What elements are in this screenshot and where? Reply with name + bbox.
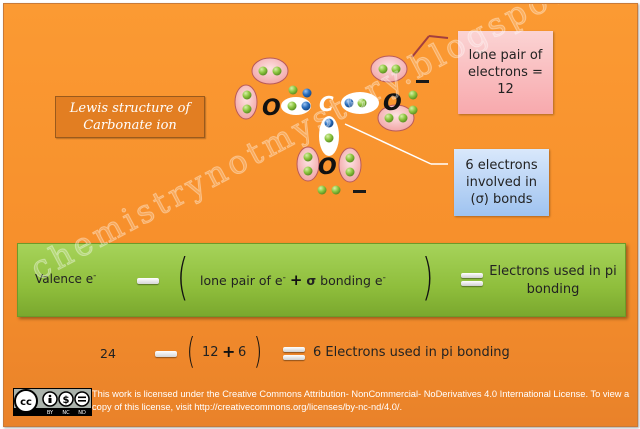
lone-pair-callout-line-3: 12 [497, 82, 514, 97]
electron-green [317, 185, 327, 195]
lone-pair-bottom-right [338, 147, 362, 183]
calc-bracket-open: ( [186, 331, 196, 372]
electron-green [303, 152, 313, 162]
lone-pair-callout-line-1: lone pair of [468, 48, 543, 63]
equals-operator [461, 273, 483, 287]
diagram-shape: ND [78, 410, 86, 415]
electron-green [408, 105, 418, 115]
cc-icon [14, 389, 38, 413]
electron-green [331, 185, 341, 195]
electron-green [288, 85, 298, 95]
minus-operator [137, 278, 159, 284]
lone-pair-bottom-left [296, 146, 320, 182]
negative-charge [416, 80, 429, 83]
diagram-shape [78, 396, 86, 399]
sigma-callout-line-1: 6 electrons [465, 158, 538, 173]
lone-pair-callout: lone pair of electrons = 12 [458, 31, 553, 114]
diagram-shape: cc [20, 397, 32, 408]
title-box: Lewis structure of Carbonate ion [55, 96, 205, 138]
calc-result: 6 Electrons used in pi bonding [313, 345, 510, 360]
calc-equals-operator [283, 347, 305, 361]
electron-green [242, 104, 252, 114]
lone-pair-right-top [370, 55, 408, 83]
calc-valence-value: 24 [100, 346, 116, 361]
bracket-close: ) [421, 248, 434, 306]
bracket-open: ( [176, 248, 189, 306]
electron-green [357, 98, 367, 108]
diagram-shape [296, 146, 320, 182]
noncommercial-icon [58, 391, 74, 407]
electron-green [345, 153, 355, 163]
electron-green [242, 90, 252, 100]
electron-green [287, 101, 297, 111]
lone-pair-left-top [251, 57, 289, 85]
electron-blue [324, 118, 334, 128]
electron-green [384, 113, 394, 123]
sigma-bond-bottom [319, 116, 339, 156]
calc-minus-operator [155, 351, 177, 357]
oxygen-atom-left: O [262, 96, 281, 121]
electron-green [324, 133, 334, 143]
sigma-bond-left [281, 97, 311, 115]
slide: Lewis structure of Carbonate ion [3, 3, 638, 427]
electron-green [391, 64, 401, 74]
lone-pair-pointer-line [411, 35, 430, 58]
valence-electrons-term: Valence e- [35, 271, 97, 286]
electron-green [303, 166, 313, 176]
diagram-shape: BY [47, 410, 54, 415]
diagram-shape [377, 104, 415, 132]
formula-box: Valence e- ( lone pair of e- + σ bonding… [17, 243, 626, 317]
sigma-callout-line-2: involved in [465, 175, 538, 190]
diagram-shape [370, 55, 408, 83]
license-text: This work is licensed under the Creative… [92, 389, 630, 412]
oxygen-atom-bottom: O [318, 155, 337, 180]
diagram-shape [234, 84, 258, 120]
diagram-shape [14, 408, 91, 415]
cc-license-badge[interactable]: cc $ BY NC ND [13, 388, 92, 416]
diagram-shape [338, 147, 362, 183]
calc-bracket-close: ) [253, 331, 263, 372]
carbon-atom: C [319, 92, 334, 116]
noderivatives-icon [74, 391, 90, 407]
lewis-structure-diagram: O C O O [234, 35, 449, 195]
diagram-shape [251, 57, 289, 85]
electron-blue [344, 98, 354, 108]
electron-green [408, 90, 418, 100]
negative-charge [353, 190, 366, 193]
formula-result: Electrons used in pi bonding [489, 264, 617, 297]
diagram-shape: NC [62, 410, 70, 415]
diagram-shape [48, 398, 52, 403]
lone-pair-pointer-line [428, 35, 449, 39]
electron-blue [301, 101, 311, 111]
electron-green [272, 66, 282, 76]
electron-green [378, 64, 388, 74]
electron-green [345, 167, 355, 177]
diagram-shape [78, 400, 86, 402]
calc-sigma-value: 6 [238, 345, 247, 360]
diagram-shape: $ [63, 395, 70, 406]
lone-pair-left-side [234, 84, 258, 120]
lone-pair-callout-line-2: electrons = [468, 65, 543, 80]
diagram-shape [48, 394, 52, 398]
sigma-callout-line-3: (σ) bonds [470, 192, 533, 207]
calc-plus-operator: + [222, 342, 236, 361]
calc-lone-pair-value: 12 [202, 345, 219, 360]
sigma-electrons-callout: 6 electrons involved in (σ) bonds [454, 149, 549, 216]
title-line-2: Carbonate ion [83, 118, 177, 133]
oxygen-atom-right: O [383, 91, 402, 116]
lone-pair-right-bottom [377, 104, 415, 132]
sigma-pointer-line [344, 123, 432, 165]
sigma-bond-right [341, 92, 379, 114]
bracket-content: lone pair of e- + σ bonding e- [200, 271, 386, 289]
electron-blue [302, 88, 312, 98]
electron-green [398, 113, 408, 123]
electron-green [258, 66, 268, 76]
title-line-1: Lewis structure of [69, 101, 191, 116]
